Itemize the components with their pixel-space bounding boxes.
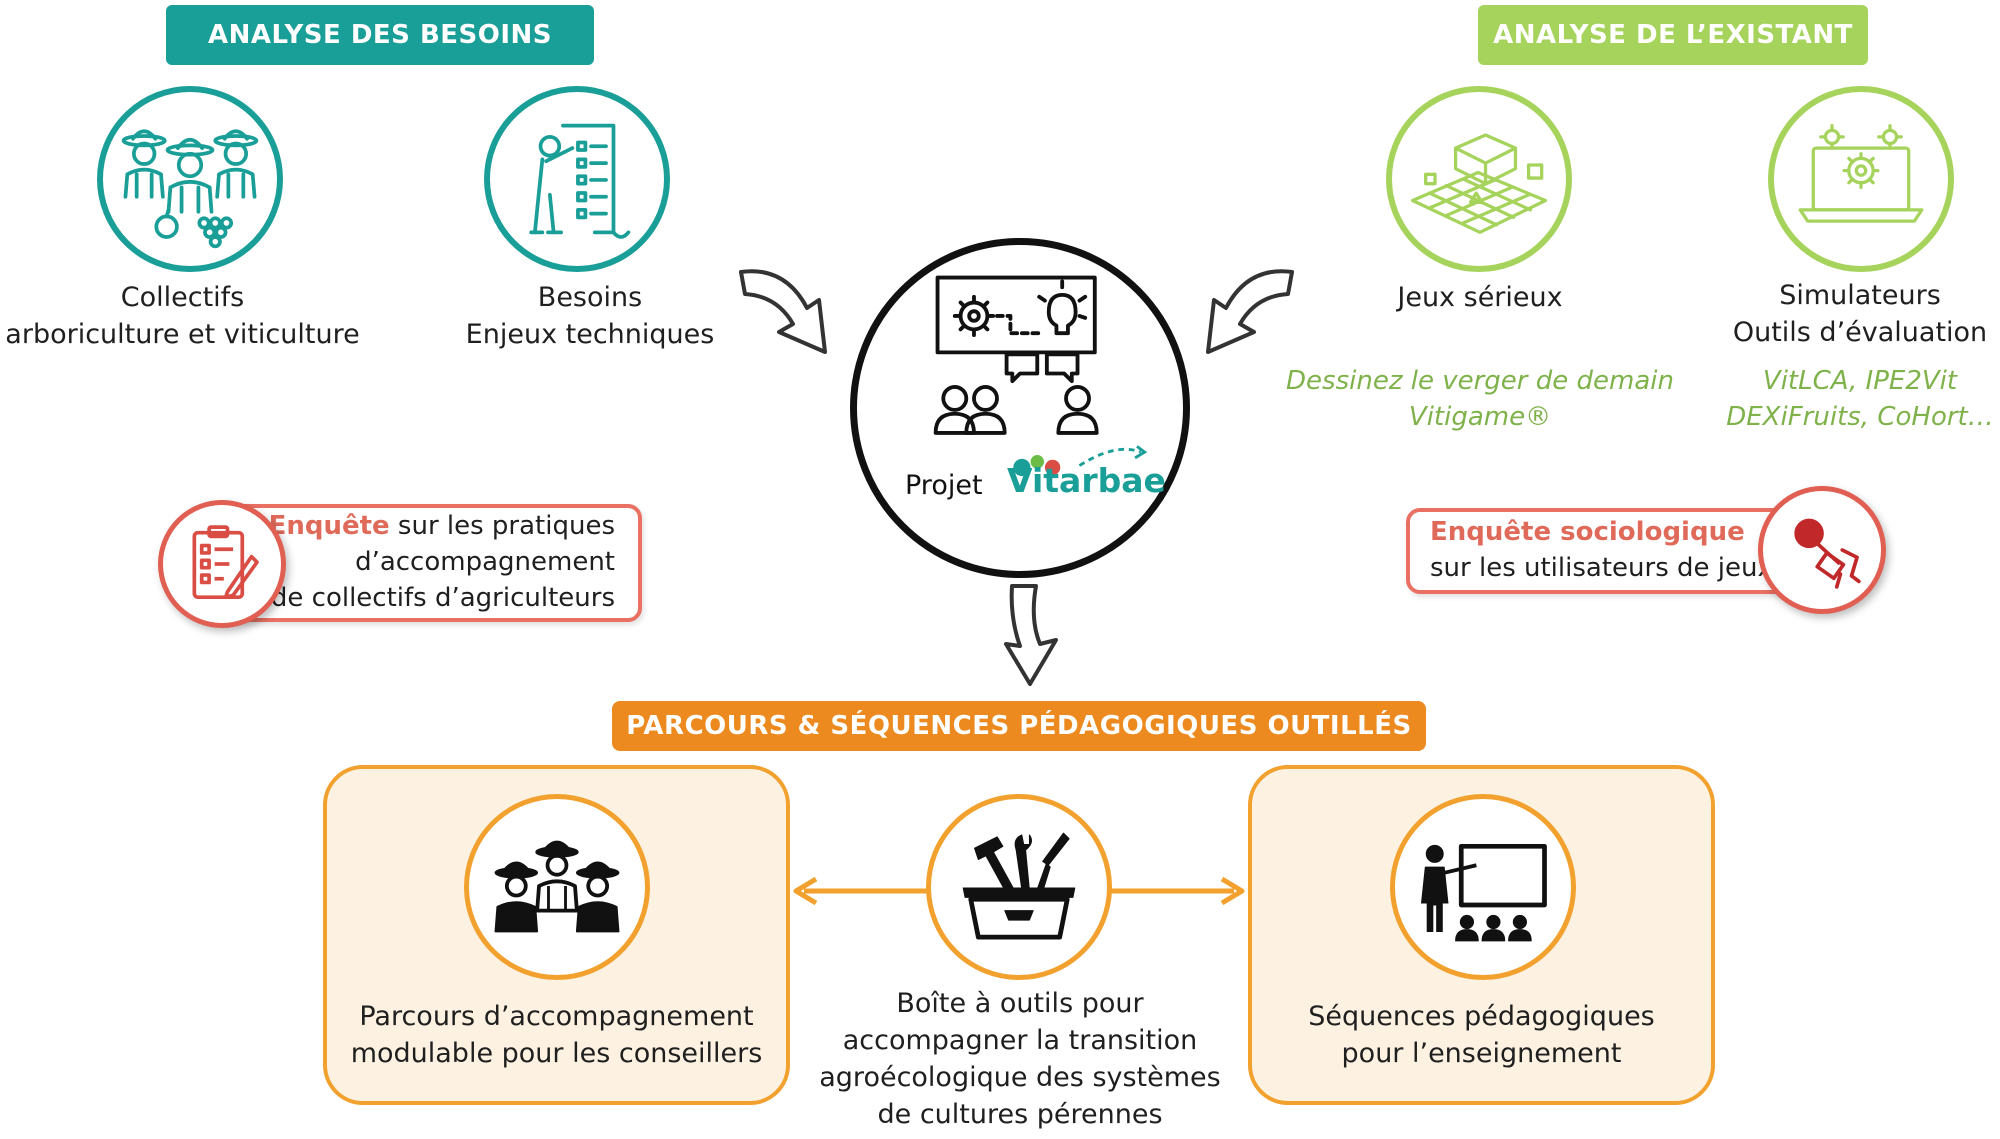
- label-parcours-line2: modulable pour les conseillers: [350, 1038, 763, 1069]
- clipboard-icon: [192, 525, 259, 600]
- examples-simulateurs-line1: VitLCA, IPE2Vit: [1762, 366, 1958, 396]
- survey-pratiques-highlight: Enquête: [268, 511, 390, 541]
- teacher-icon: [1421, 843, 1547, 942]
- survey-pratiques-text: Enquête sur les pratiques d’accompagneme…: [260, 508, 615, 616]
- farmers-icon: [121, 129, 259, 249]
- survey-pratiques-line3: de collectifs d’agriculteurs: [270, 583, 615, 613]
- clipboard-circle: [158, 500, 286, 628]
- checklist-icon: [529, 123, 631, 239]
- label-boite-line1: Boîte à outils pour: [896, 988, 1144, 1019]
- game-board-icon: [1410, 133, 1548, 234]
- double-arrow-right-icon: [1102, 876, 1245, 906]
- checklist-circle: [484, 86, 670, 272]
- label-boite-line4: de cultures pérennes: [877, 1099, 1163, 1130]
- arrow-center-down-icon: [1004, 584, 1058, 686]
- survey-pratiques-line1: sur les pratiques: [389, 511, 615, 541]
- survey-pratiques-line2: d’accompagnement: [355, 547, 615, 577]
- double-arrow-left-icon: [793, 876, 936, 906]
- projet-label: Projet: [905, 470, 983, 501]
- workshop-icon: [933, 275, 1148, 477]
- label-sequences: Séquences pédagogiques pour l’enseigneme…: [1248, 998, 1715, 1072]
- farmers-circle: [97, 86, 283, 272]
- banner-parcours-text: PARCOURS & SÉQUENCES PÉDAGOGIQUES OUTILL…: [626, 711, 1412, 741]
- examples-jeux-line2: Vitigame®: [1408, 402, 1552, 432]
- arrow-left-to-center-icon: [739, 269, 827, 354]
- label-simulateurs: Simulateurs Outils d’évaluation: [1700, 277, 2000, 351]
- label-besoins-line2: Enjeux techniques: [465, 319, 715, 350]
- label-besoins-line1: Besoins: [537, 282, 643, 313]
- label-boite-line2: accompagner la transition: [842, 1025, 1198, 1056]
- arrow-right-to-center-icon: [1206, 269, 1294, 354]
- farmers-icon: [494, 840, 620, 933]
- vitarbae-logo: Vitarbae: [1007, 461, 1166, 500]
- label-sequences-line1: Séquences pédagogiques: [1308, 1001, 1655, 1032]
- microphone-icon: [1794, 518, 1861, 589]
- toolbox-circle: [926, 794, 1112, 980]
- examples-jeux-line1: Dessinez le verger de demain: [1286, 366, 1674, 396]
- label-parcours-line1: Parcours d’accompagnement: [359, 1001, 754, 1032]
- microphone-circle: [1758, 486, 1886, 614]
- teacher-circle: [1390, 794, 1576, 980]
- vitarbae-center-circle: Projet Vitarbae: [850, 238, 1190, 578]
- laptop-gears-icon: [1798, 124, 1924, 223]
- label-simulateurs-line2: Outils d’évaluation: [1732, 317, 1988, 348]
- label-jeux-serieux: Jeux sérieux: [1330, 279, 1630, 316]
- label-collectifs-line1: Collectifs: [120, 282, 245, 313]
- game-board-circle: [1386, 86, 1572, 272]
- label-simulateurs-line1: Simulateurs: [1779, 280, 1941, 311]
- banner-analyse-existant-text: ANALYSE DE L’EXISTANT: [1493, 20, 1853, 50]
- label-parcours: Parcours d’accompagnement modulable pour…: [323, 998, 790, 1072]
- label-sequences-line2: pour l’enseignement: [1341, 1038, 1622, 1069]
- survey-socio-highlight: Enquête sociologique: [1430, 517, 1745, 547]
- label-collectifs: Collectifs arboriculture et viticulture: [0, 279, 365, 353]
- label-besoins: Besoins Enjeux techniques: [440, 279, 740, 353]
- farmers-bottom-circle: [464, 794, 650, 980]
- laptop-gears-circle: [1768, 86, 1954, 272]
- survey-socio-line2: sur les utilisateurs de jeux: [1430, 553, 1773, 583]
- toolbox-icon: [962, 832, 1076, 940]
- banner-analyse-besoins-text: ANALYSE DES BESOINS: [207, 20, 553, 50]
- label-jeux-serieux-line1: Jeux sérieux: [1397, 282, 1563, 313]
- survey-socio-text: Enquête sociologique sur les utilisateur…: [1430, 514, 1790, 586]
- label-boite-line3: agroécologique des systèmes: [819, 1062, 1221, 1093]
- examples-simulateurs: VitLCA, IPE2Vit DEXiFruits, CoHort…: [1700, 363, 2000, 435]
- examples-jeux: Dessinez le verger de demain Vitigame®: [1250, 363, 1710, 435]
- label-boite-outils: Boîte à outils pour accompagner la trans…: [800, 985, 1240, 1133]
- banner-parcours: PARCOURS & SÉQUENCES PÉDAGOGIQUES OUTILL…: [612, 701, 1426, 751]
- banner-analyse-existant: ANALYSE DE L’EXISTANT: [1478, 5, 1868, 65]
- banner-analyse-besoins: ANALYSE DES BESOINS: [166, 5, 594, 65]
- examples-simulateurs-line2: DEXiFruits, CoHort…: [1726, 402, 1994, 432]
- label-collectifs-line2: arboriculture et viticulture: [5, 319, 360, 350]
